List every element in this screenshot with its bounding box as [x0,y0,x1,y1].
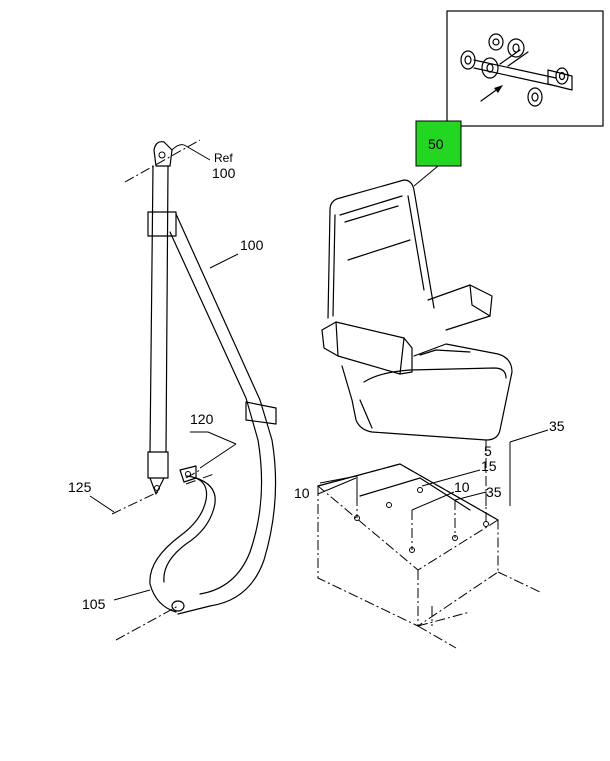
callout-35-mid: 35 [486,484,502,500]
callout-ref-100: 100 [212,165,236,181]
seat-assembly[interactable] [321,120,513,441]
callout-seat-50[interactable]: 50 [428,136,444,152]
chassis-locator-icon [460,33,573,107]
leader-lines [89,144,549,601]
highlight-callout-box[interactable] [415,120,462,167]
callout-15: 15 [481,458,497,474]
chassis-locator-inset [446,10,604,127]
seat-riser-base[interactable] [316,440,541,649]
callout-belt-100: 100 [240,237,264,253]
seat-belt-assembly[interactable] [111,139,277,641]
callout-ref: Ref [214,151,233,165]
callout-105: 105 [82,596,106,612]
callout-10-left: 10 [294,485,310,501]
callout-120: 120 [190,411,214,427]
callout-10-right: 10 [454,479,470,495]
callout-125: 125 [68,479,92,495]
callout-5: 5 [484,443,492,459]
mounting-holes [354,487,489,553]
callout-35-top: 35 [549,418,565,434]
